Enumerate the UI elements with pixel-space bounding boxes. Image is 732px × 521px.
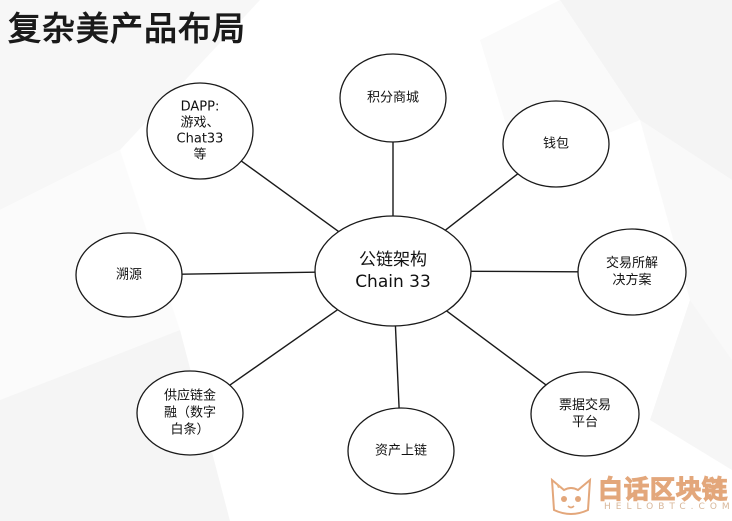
watermark-subtext: HELLOBTC.COM bbox=[604, 502, 732, 512]
node-asset-onchain: 资产上链 bbox=[347, 407, 455, 495]
connector-supply-chain-finance bbox=[229, 309, 339, 386]
node-label: Chain 33 bbox=[355, 272, 431, 292]
node-label: 资产上链 bbox=[375, 444, 427, 459]
watermark: 白话区块链 HELLOBTC.COM bbox=[546, 470, 732, 518]
node-label: 交易所解 bbox=[606, 255, 658, 271]
node-ellipse bbox=[75, 232, 183, 318]
node-label: 融（数字 bbox=[164, 406, 216, 421]
node-ellipse bbox=[314, 215, 472, 327]
connector-wallet bbox=[444, 173, 519, 231]
node-traceability: 溯源 bbox=[75, 232, 183, 318]
node-label: 票据交易 bbox=[559, 397, 611, 413]
node-label: 等 bbox=[193, 147, 206, 163]
node-label: 白条） bbox=[170, 422, 209, 438]
node-ellipse bbox=[577, 228, 687, 316]
connector-lines bbox=[181, 142, 579, 409]
node-label: DAPP: bbox=[181, 100, 220, 115]
node-label: 平台 bbox=[572, 415, 598, 430]
node-label: 溯源 bbox=[116, 267, 142, 283]
cat-logo-icon bbox=[550, 477, 592, 515]
node-label: 积分商城 bbox=[367, 91, 419, 106]
node-label: 钱包 bbox=[543, 137, 569, 152]
node-ellipse bbox=[339, 53, 447, 143]
connector-bill-trading bbox=[446, 310, 547, 386]
page-title: 复杂美产品布局 bbox=[8, 9, 246, 48]
connector-dapp bbox=[240, 160, 340, 233]
node-label: 决方案 bbox=[612, 272, 651, 288]
node-ellipse bbox=[530, 371, 640, 457]
node-label: Chat33 bbox=[177, 132, 224, 147]
node-points-mall: 积分商城 bbox=[339, 53, 447, 143]
connector-traceability bbox=[181, 271, 316, 275]
node-ellipse bbox=[347, 407, 455, 495]
node-ellipse bbox=[502, 100, 610, 188]
node-label: 游戏、 bbox=[180, 116, 219, 131]
node-label: 供应链金 bbox=[164, 388, 216, 404]
watermark-text: 白话区块链 bbox=[597, 474, 729, 504]
node-ellipse bbox=[136, 370, 244, 456]
node-label: 公链架构 bbox=[359, 250, 427, 270]
node-ellipse bbox=[146, 82, 254, 180]
node-wallet: 钱包 bbox=[502, 100, 610, 188]
connector-asset-onchain bbox=[394, 325, 400, 409]
